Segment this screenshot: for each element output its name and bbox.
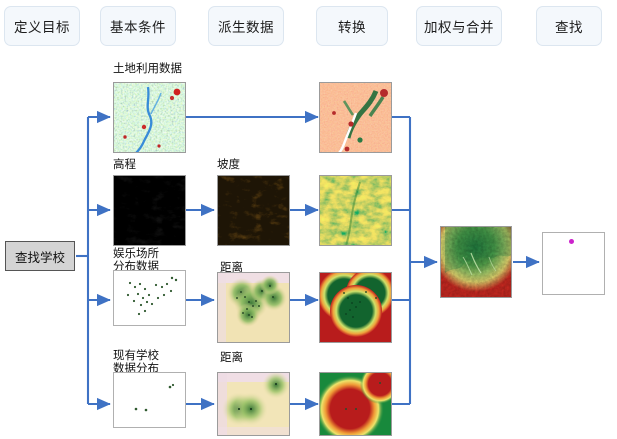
thumb-recreation-points-map[interactable] [113, 270, 186, 326]
tab-derive-data[interactable]: 派生数据 [208, 6, 284, 46]
recreation-distance-art [218, 273, 289, 342]
weighted-overlay-art [441, 227, 511, 297]
schools-distance-reclass-art [320, 373, 391, 435]
schools-points-art [134, 383, 175, 412]
tab-define-goal[interactable]: 定义目标 [4, 6, 80, 46]
start-node-label: 查找学校 [14, 250, 65, 265]
label-recreation-distance: 距离 [220, 262, 243, 274]
thumb-slope-raster[interactable] [217, 175, 290, 246]
tab-basic-criteria[interactable]: 基本条件 [100, 6, 176, 46]
schools-distance-art [218, 373, 289, 435]
tab-label: 加权与合并 [424, 20, 494, 35]
thumb-schools-distance-raster[interactable] [217, 372, 290, 436]
start-node-find-school[interactable]: 查找学校 [5, 241, 75, 271]
label-landuse-data: 土地利用数据 [113, 63, 182, 75]
thumb-weighted-overlay-result[interactable] [440, 226, 512, 298]
workflow-step-tabbar: 定义目标 基本条件 派生数据 转换 加权与合并 查找 [0, 0, 617, 56]
slope-art [218, 176, 289, 245]
label-elevation: 高程 [113, 159, 136, 171]
thumb-schools-distance-reclass-raster[interactable] [319, 372, 392, 436]
selected-site-marker [569, 239, 574, 244]
tab-transform[interactable]: 转换 [316, 6, 388, 46]
slope-reclass-art [320, 176, 391, 245]
tab-label: 查找 [555, 20, 583, 35]
thumb-recreation-distance-raster[interactable] [217, 272, 290, 343]
label-slope: 坡度 [217, 159, 240, 171]
elevation-hillshade-art [114, 176, 185, 245]
tab-weight-combine[interactable]: 加权与合并 [416, 6, 502, 46]
thumb-elevation-hillshade-raster[interactable] [113, 175, 186, 246]
tab-label: 基本条件 [110, 20, 166, 35]
label-schools-distance: 距离 [220, 352, 243, 364]
landuse-reclass-art [320, 83, 391, 152]
tab-label: 转换 [338, 20, 366, 35]
thumb-slope-reclass-raster[interactable] [319, 175, 392, 246]
tab-find[interactable]: 查找 [536, 6, 602, 46]
thumb-landuse-reclass-raster[interactable] [319, 82, 392, 153]
tab-label: 定义目标 [14, 20, 70, 35]
landuse-raster-art [114, 83, 185, 152]
recreation-distance-reclass-art [320, 273, 391, 342]
recreation-points-art [126, 276, 178, 316]
final-result-selected-site[interactable] [542, 232, 605, 295]
thumb-recreation-distance-reclass-raster[interactable] [319, 272, 392, 343]
thumb-schools-points-map[interactable] [113, 372, 186, 428]
tab-label: 派生数据 [218, 20, 274, 35]
thumb-landuse-raster[interactable] [113, 82, 186, 153]
